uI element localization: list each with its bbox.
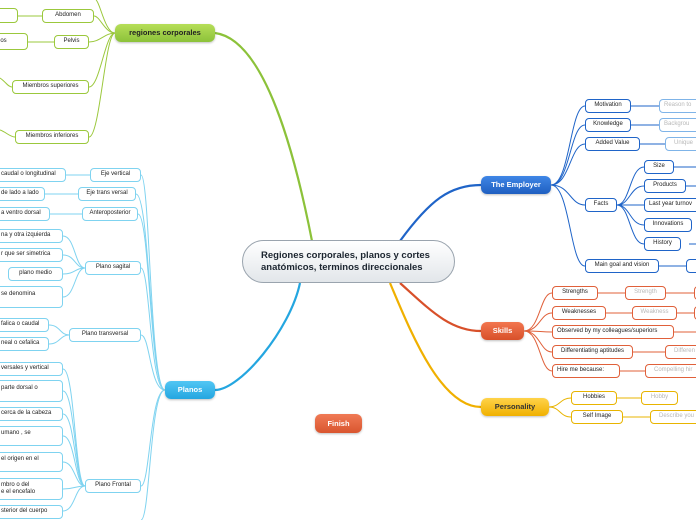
frontal-item-2[interactable]: parte dorsal o — [0, 380, 63, 402]
innovations-node[interactable]: Innovations — [644, 218, 692, 232]
eje-transversal-node[interactable]: Eje trans versal — [78, 187, 136, 201]
hire-me-detail-node[interactable]: Compelling hir — [645, 364, 696, 378]
added-value-node[interactable]: Added Value — [585, 137, 640, 151]
eje-vertical-node[interactable]: Eje vertical — [90, 168, 141, 182]
planos-node[interactable]: Planos — [165, 381, 215, 399]
frontal-item-6[interactable]: mbro o del e el encefalo — [0, 478, 63, 500]
finish-node[interactable]: Finish — [315, 414, 362, 433]
frontal-item-3[interactable]: cerca de la cabeza — [0, 407, 63, 421]
frontal-item-4[interactable]: umano , se — [0, 426, 63, 446]
motivation-node[interactable]: Motivation — [585, 99, 631, 113]
weaknesses-node[interactable]: Weaknesses — [552, 306, 606, 320]
regiones-los-node[interactable]: los — [0, 33, 28, 50]
knowledge-node[interactable]: Knowledge — [585, 118, 631, 132]
differentiating-detail-node[interactable]: Differen — [665, 345, 696, 359]
sagital-item-1[interactable]: na y otra izquierda — [0, 229, 63, 243]
frontal-item-5[interactable]: el origen en el — [0, 452, 63, 472]
sagital-item-2[interactable]: r que ser simetrica — [0, 248, 63, 262]
the-employer-node[interactable]: The Employer — [481, 176, 551, 194]
added-value-detail-node[interactable]: Unique — [665, 137, 696, 151]
hobbies-node[interactable]: Hobbies — [571, 391, 617, 405]
frontal-item-1[interactable]: versales y vertical — [0, 362, 63, 376]
facts-node[interactable]: Facts — [585, 198, 617, 212]
eje-transversal-detail-node[interactable]: de lado a lado — [0, 187, 45, 201]
main-goal-node[interactable]: Main goal and vision — [585, 259, 659, 273]
hobbies-detail-node[interactable]: Hobby — [641, 391, 678, 405]
skills-node[interactable]: Skills — [481, 322, 524, 340]
plano-sagital-node[interactable]: Plano sagital — [85, 261, 141, 275]
self-image-detail-node[interactable]: Describe you — [650, 410, 696, 424]
miembros-inferiores-node[interactable]: Miembros inferiores — [15, 130, 89, 144]
sagital-item-4[interactable]: se denomina — [0, 286, 63, 308]
main-goal-detail-node[interactable] — [686, 259, 696, 273]
eje-vertical-detail-node[interactable]: caudal o longitudinal — [0, 168, 66, 182]
frontal-item-6-line-2: e el encefalo — [1, 489, 36, 495]
plano-frontal-node[interactable]: Plano Frontal — [85, 479, 141, 493]
transversal-item-1[interactable]: falica o caudal — [0, 318, 49, 332]
personality-node[interactable]: Personality — [481, 398, 549, 416]
miembros-superiores-node[interactable]: Miembros superiores — [12, 80, 89, 94]
regiones-corporales-node[interactable]: regiones corporales — [115, 24, 215, 42]
central-topic[interactable]: Regiones corporales, planos y cortes ana… — [242, 240, 455, 283]
anteroposterior-detail-node[interactable]: a ventro dorsal — [0, 207, 50, 221]
strengths-node[interactable]: Strengths — [552, 286, 598, 300]
observed-node[interactable]: Observed by my colleagues/superiors — [552, 325, 674, 339]
frontal-item-7[interactable]: sterior del cuerpo — [0, 505, 63, 519]
regiones-partial-node[interactable] — [0, 8, 18, 23]
size-node[interactable]: Size — [644, 160, 674, 174]
frontal-item-6-line-1: mbro o del — [1, 481, 30, 488]
pelvis-node[interactable]: Pelvis — [54, 35, 89, 49]
strengths-detail-node[interactable]: Strength — [625, 286, 666, 300]
hire-me-node[interactable]: Hire me because: — [552, 364, 620, 378]
abdomen-node[interactable]: Abdomen — [42, 9, 94, 23]
last-year-turnover-node[interactable]: Last year turnov — [644, 198, 696, 212]
knowledge-detail-node[interactable]: Backgrou — [659, 118, 696, 132]
motivation-detail-node[interactable]: Reason to — [659, 99, 696, 113]
products-node[interactable]: Products — [644, 179, 686, 193]
transversal-item-2[interactable]: neal o cefalica — [0, 337, 49, 351]
plano-transversal-node[interactable]: Plano transversal — [69, 328, 141, 342]
plano-medio-node[interactable]: plano medio — [8, 267, 63, 281]
differentiating-node[interactable]: Differentiating aptitudes — [552, 345, 633, 359]
weaknesses-detail-node[interactable]: Weakness — [632, 306, 677, 320]
self-image-node[interactable]: Self Image — [571, 410, 623, 424]
history-node[interactable]: History — [644, 237, 681, 251]
anteroposterior-node[interactable]: Anteroposterior — [82, 207, 138, 221]
